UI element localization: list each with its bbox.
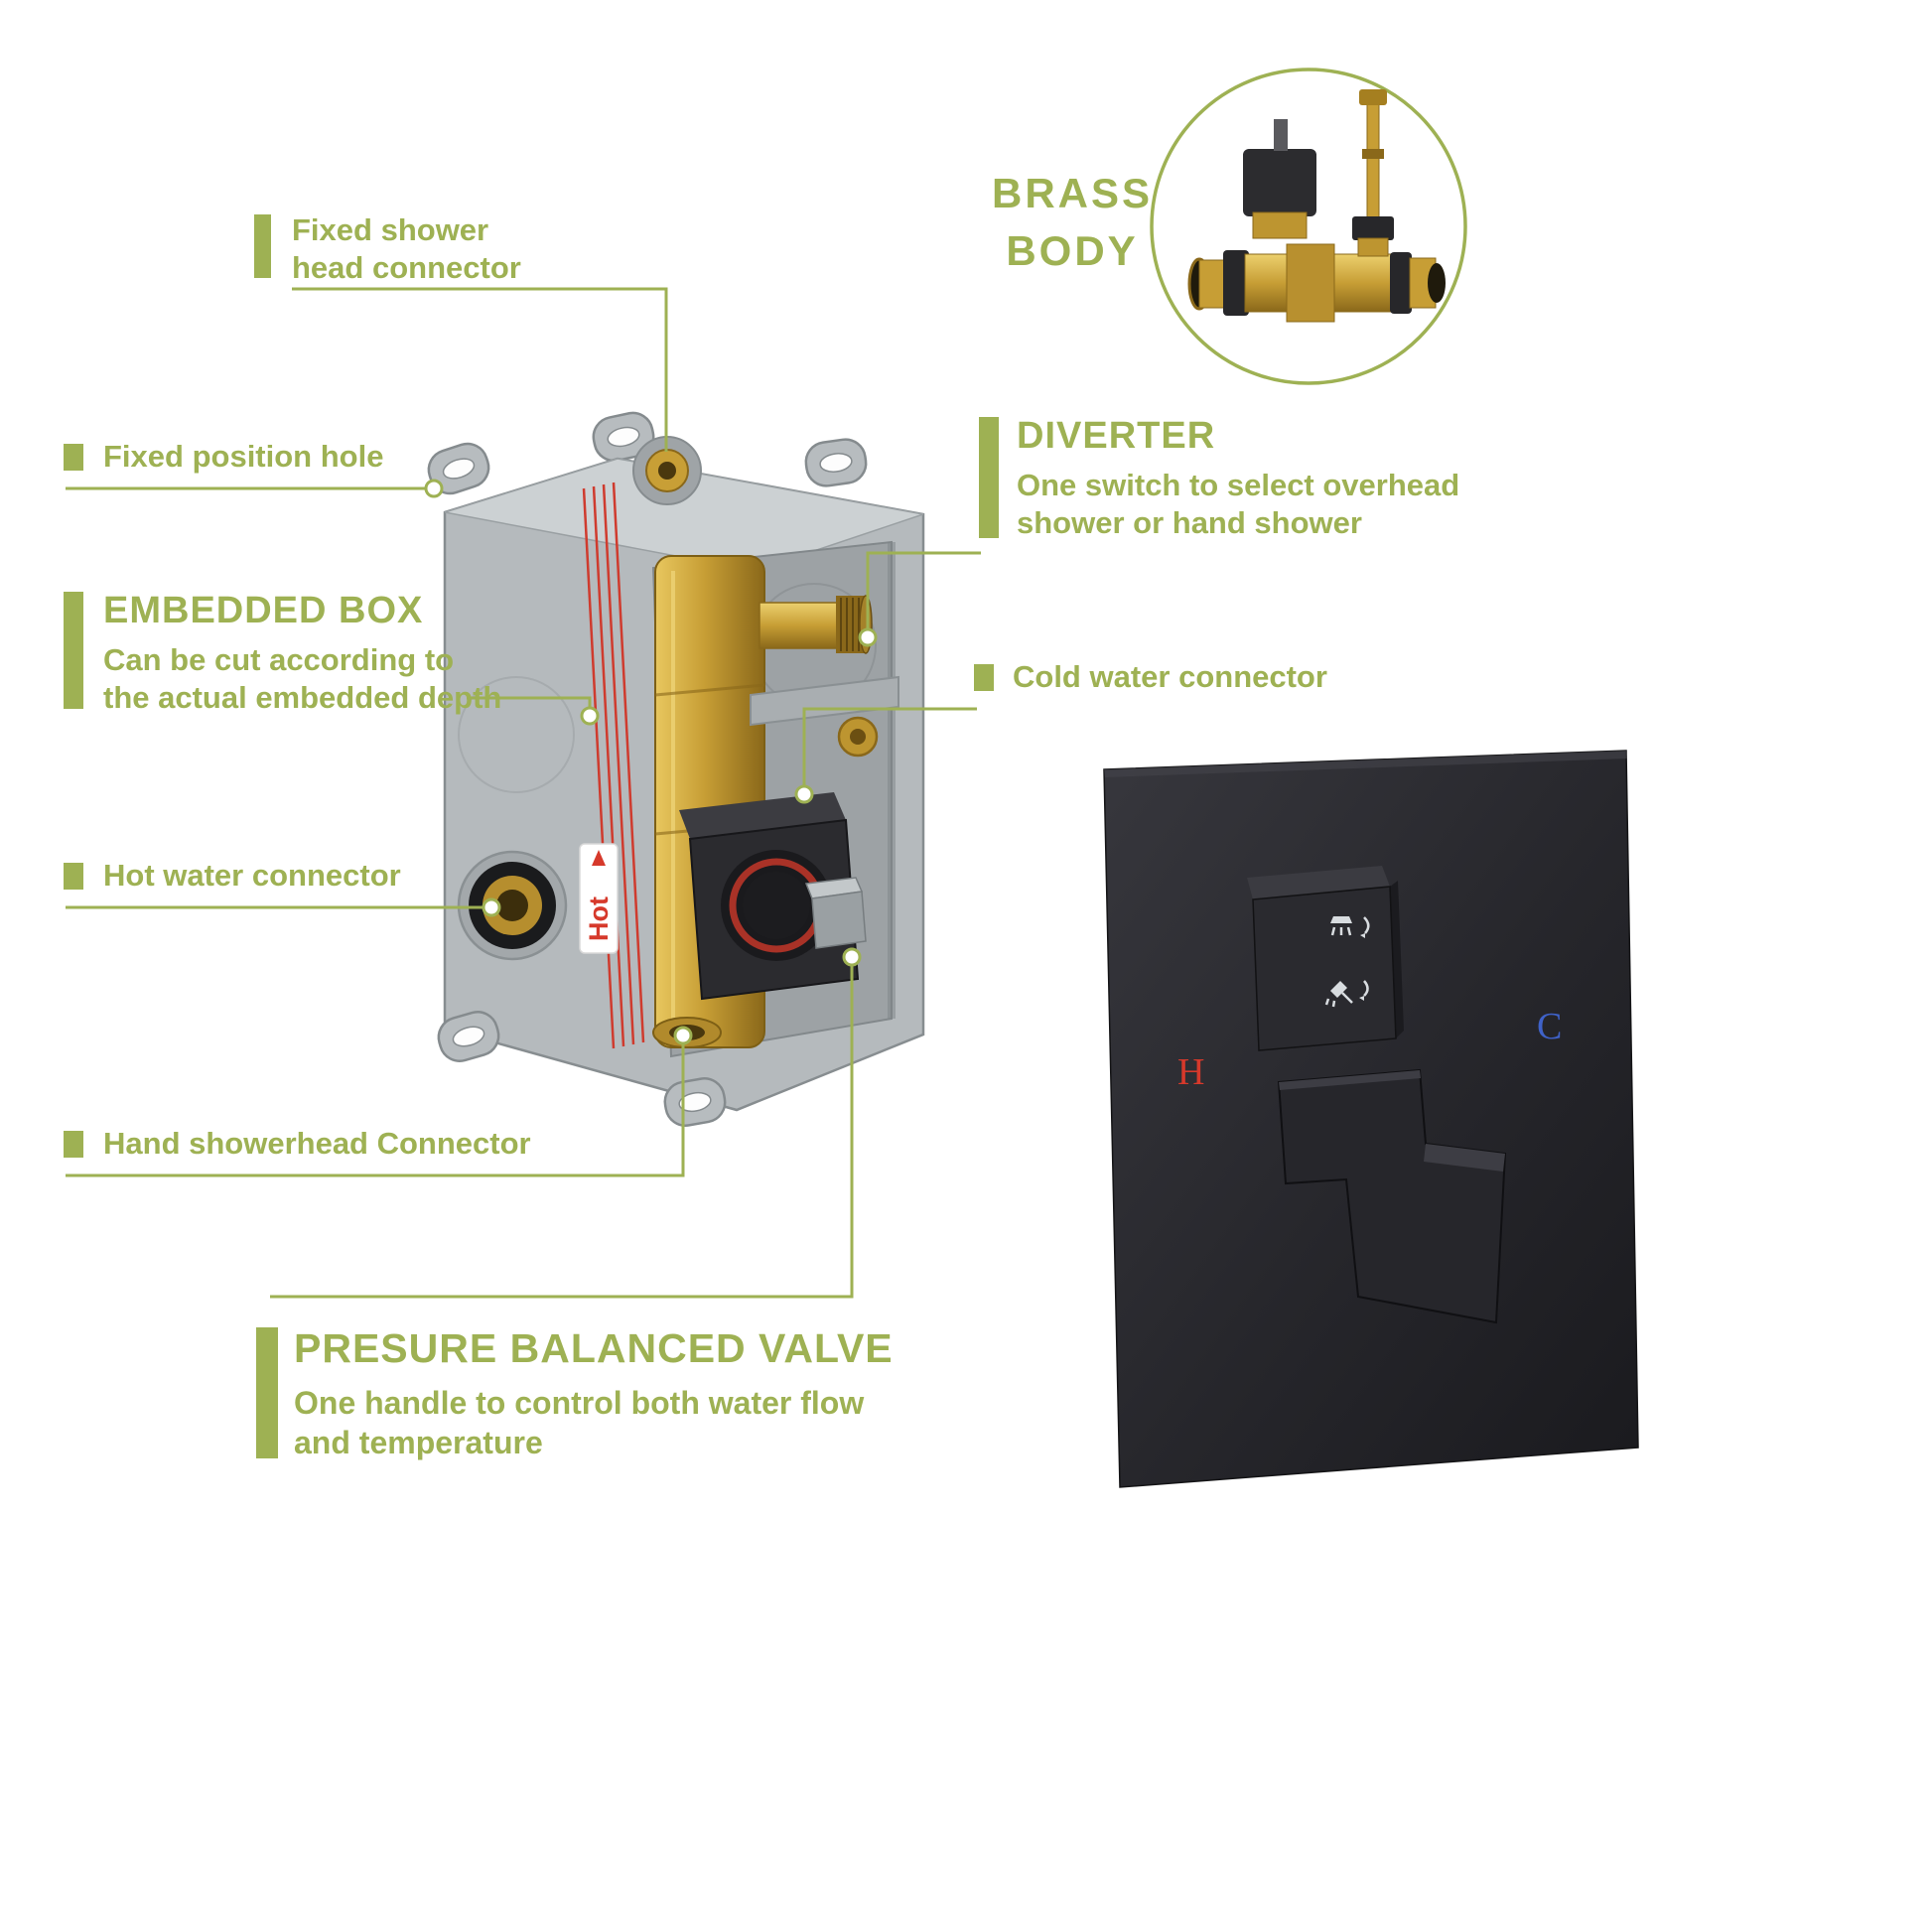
brass-body-callout: BRASS BODY	[988, 165, 1157, 280]
hand-shower-callout: Hand showerhead Connector	[103, 1125, 531, 1163]
embedded-box-illustration: Hot	[427, 411, 925, 1127]
embedded-box-callout: EMBEDDED BOX Can be cut according to the…	[103, 588, 501, 717]
pressure-valve-callout: PRESURE BALANCED VALVE One handle to con…	[294, 1323, 894, 1462]
fixed-position-callout-bullet	[64, 444, 83, 471]
callout-text-line: shower or hand shower	[1017, 505, 1362, 540]
leader-hand-shower	[66, 1043, 685, 1177]
leader-dot-hand-shower	[673, 1026, 693, 1045]
hot-water-callout: Hot water connector	[103, 857, 401, 895]
callout-text-line: One handle to control both water flow	[294, 1385, 865, 1421]
hot-water-port	[457, 850, 568, 961]
mounting-ear	[592, 411, 655, 463]
pressure-valve-cartridge	[679, 792, 867, 1001]
callout-text-line: One switch to select overhead	[1017, 468, 1460, 502]
brass-body-circle	[1150, 68, 1467, 385]
lever-handle	[1277, 1068, 1507, 1324]
callout-text-line: Fixed position hole	[103, 439, 384, 474]
fixed-position-callout: Fixed position hole	[103, 438, 383, 476]
diverter-button	[1247, 866, 1404, 1051]
hot-water-callout-bullet	[64, 863, 83, 890]
callout-text-line: head connector	[292, 250, 521, 285]
mounting-ear	[437, 1011, 500, 1062]
diverter-callout-bar	[979, 417, 999, 538]
fixed-shower-callout-bar	[254, 214, 271, 278]
brass-body-black-cap	[1243, 149, 1316, 216]
cold-water-callout-bullet	[974, 664, 994, 691]
callout-text-line: Hot water connector	[103, 858, 401, 893]
mounting-ear	[663, 1077, 727, 1127]
leader-cold-water	[802, 707, 977, 786]
callout-title: EMBEDDED BOX	[103, 590, 424, 631]
cold-water-callout: Cold water connector	[1013, 658, 1327, 696]
hot-sticker-text: Hot	[584, 897, 614, 941]
leader-dot-pressure-valve	[842, 947, 862, 967]
leader-embedded-box	[467, 696, 592, 708]
hot-sticker: Hot	[579, 843, 619, 954]
callout-text-line: BODY	[1006, 227, 1139, 274]
hand-shower-callout-bullet	[64, 1131, 83, 1158]
mounting-ear	[427, 442, 490, 495]
cold-mark: C	[1537, 1006, 1562, 1047]
overhead-shower-icon	[1330, 916, 1370, 938]
callout-title: DIVERTER	[1017, 415, 1216, 457]
callout-text-line: BRASS	[991, 170, 1154, 216]
diverter-callout: DIVERTER One switch to select overhead s…	[1017, 413, 1459, 542]
leader-dot-embedded-box	[580, 706, 600, 726]
leader-dot-fixed-position	[424, 479, 444, 498]
callout-text-line: the actual embedded depth	[103, 680, 502, 715]
callout-text-line: Hand showerhead Connector	[103, 1126, 531, 1161]
fixed-shower-head-connector	[632, 436, 702, 505]
callout-text-line: Cold water connector	[1013, 659, 1327, 694]
cut-depth-stripes	[582, 482, 645, 1049]
leader-pressure-valve	[270, 965, 854, 1299]
mounting-ear	[804, 438, 868, 487]
leader-lines	[66, 287, 981, 1299]
pressure-valve-callout-bar	[256, 1327, 278, 1458]
diverter-stem	[759, 595, 873, 654]
callout-title: PRESURE BALANCED VALVE	[294, 1325, 894, 1371]
callout-text-line: Fixed shower	[292, 212, 489, 247]
hot-mark: H	[1177, 1051, 1204, 1093]
leader-fixed-shower-head	[292, 287, 668, 452]
hand-shower-icon	[1324, 980, 1369, 1008]
trim-plate-illustration: H C	[1103, 750, 1639, 1488]
callout-text-line: and temperature	[294, 1425, 543, 1460]
leader-dot-hot-water	[482, 897, 501, 917]
embedded-box-callout-bar	[64, 592, 83, 709]
leader-diverter	[866, 551, 981, 629]
callout-text-line: Can be cut according to	[103, 642, 455, 677]
fixed-shower-callout: Fixed shower head connector	[292, 211, 521, 287]
brass-body-illustration	[1150, 68, 1467, 385]
leader-dot-cold-water	[794, 784, 814, 804]
leader-dot-diverter	[858, 627, 878, 647]
